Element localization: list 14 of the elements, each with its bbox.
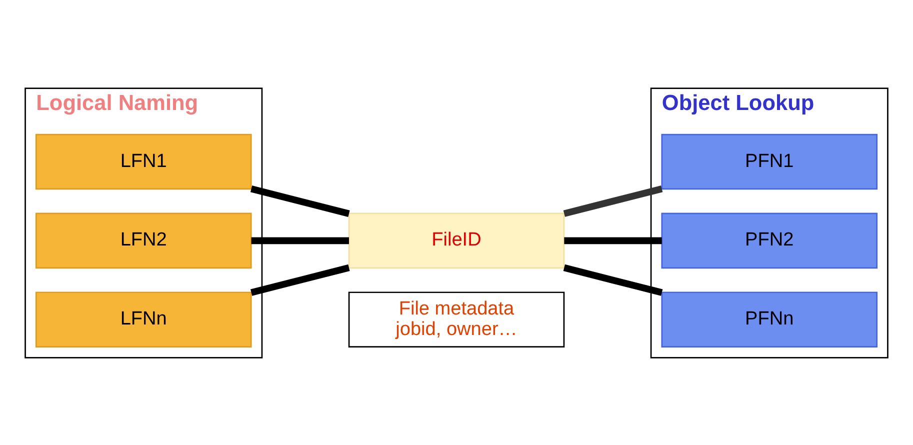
- node-box: PFN1: [661, 133, 878, 190]
- connector: [564, 236, 662, 244]
- connector: [251, 236, 349, 244]
- node-box: FileID: [348, 212, 565, 268]
- node-box: File metadata jobid, owner…: [348, 291, 565, 347]
- node-box: LFN1: [35, 133, 252, 190]
- connector: [250, 264, 350, 296]
- node-box: PFN2: [661, 212, 878, 268]
- node-box: PFNn: [661, 291, 878, 347]
- node-box: LFN2: [35, 212, 252, 268]
- connector: [250, 185, 350, 216]
- node-box: LFNn: [35, 291, 252, 347]
- connector: [563, 184, 663, 216]
- connector: [563, 264, 663, 296]
